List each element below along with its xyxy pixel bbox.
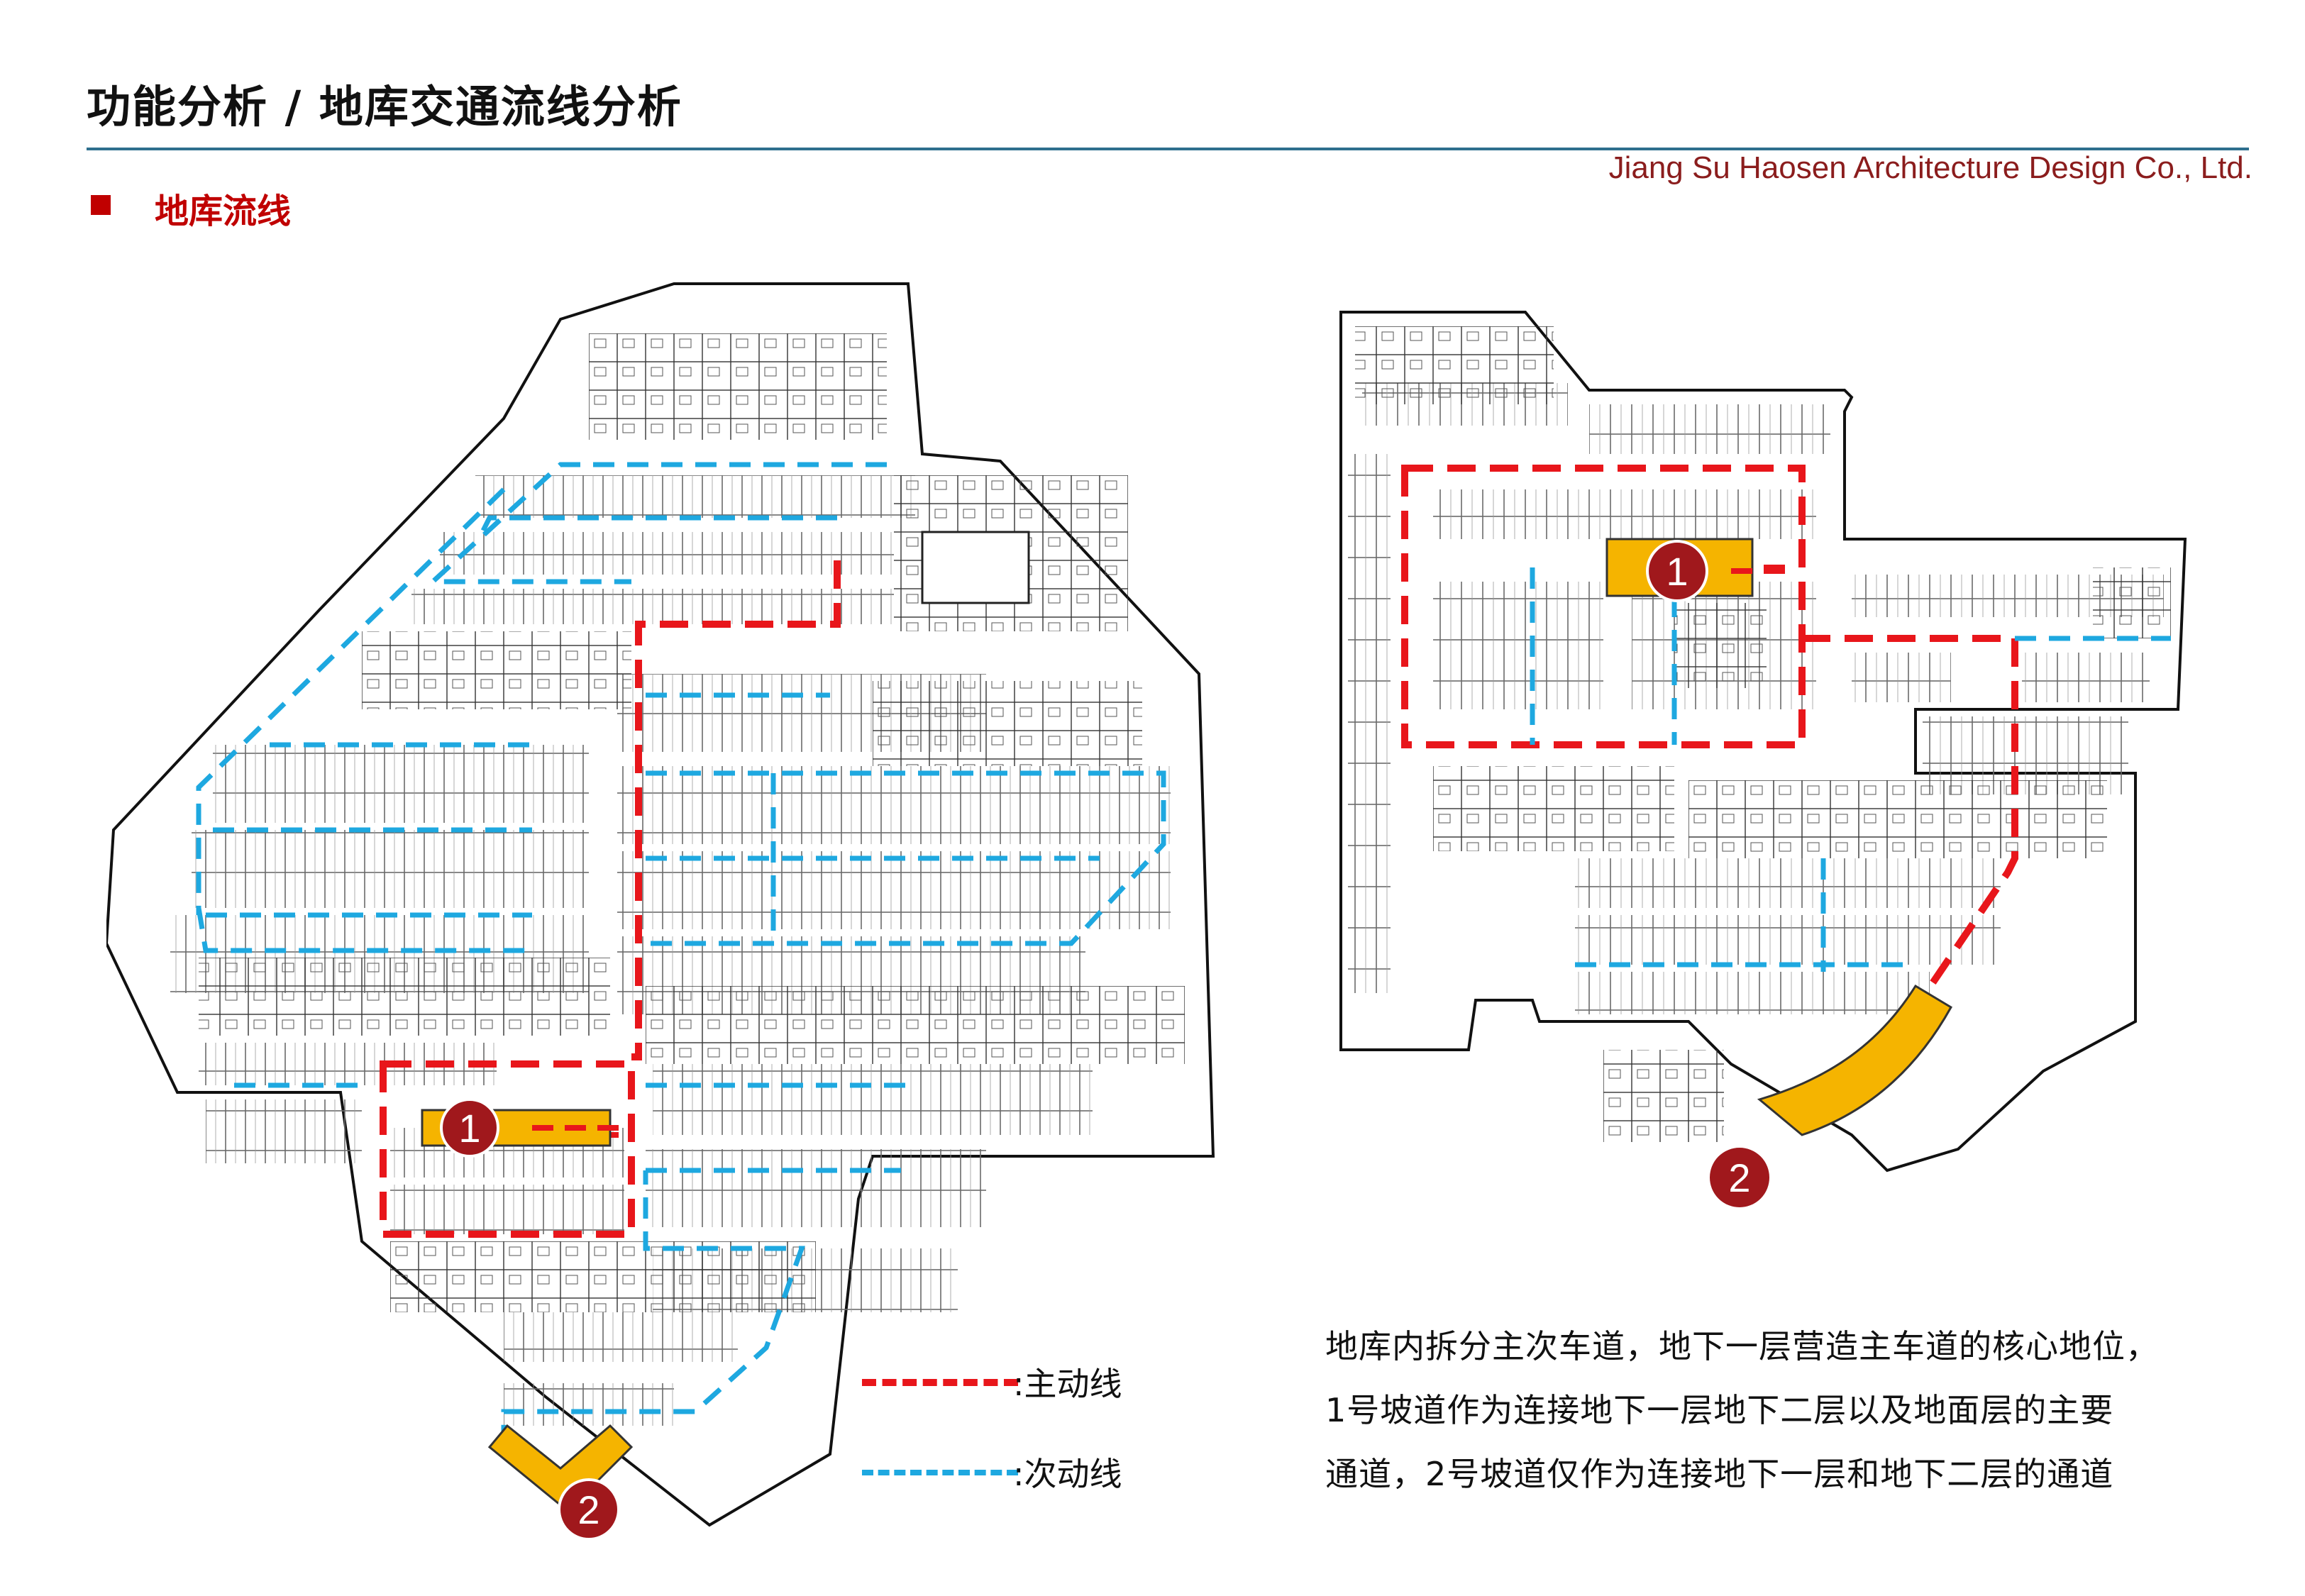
- right-main-route: [1802, 635, 2018, 1052]
- left-main-route: [631, 560, 841, 1060]
- building-core: [1433, 766, 1674, 851]
- building-core: [199, 958, 610, 1036]
- ramp-2-number: 2: [1728, 1156, 1750, 1200]
- right-main-loop: [1401, 465, 1806, 748]
- building-core: [1674, 603, 1767, 688]
- ramp-2: [1757, 984, 1953, 1136]
- stall-band: [1589, 404, 1830, 454]
- building-core: [1355, 326, 1554, 404]
- stall-band: [475, 475, 915, 518]
- stall-band: [1575, 858, 2001, 908]
- left-basement-plan: 1 2: [106, 282, 1215, 1541]
- building-core: [362, 631, 631, 709]
- stall-band: [1575, 915, 2001, 965]
- ramp-1-badge: [440, 1098, 499, 1158]
- left-main-loop: [380, 1060, 635, 1238]
- stall-band: [1433, 489, 1816, 539]
- legend-sub-line: [862, 1470, 1018, 1475]
- stall-band: [2022, 653, 2150, 702]
- legend-main-label: :主动线: [1013, 1365, 1122, 1403]
- service-block: [921, 531, 1030, 604]
- building-core: [646, 986, 1185, 1064]
- legend-sub-label: :次动线: [1013, 1455, 1122, 1493]
- ramp-2: [487, 1424, 634, 1513]
- page-title: 功能分析 / 地库交通流线分析: [87, 81, 682, 133]
- building-core: [2093, 567, 2171, 638]
- ramp-2-badge: [1707, 1145, 1772, 1210]
- left-sub-route: [480, 515, 837, 533]
- building-core: [1603, 1050, 1724, 1142]
- stall-band: [206, 1099, 362, 1163]
- stall-band: [1852, 653, 1951, 702]
- title-divider: [87, 148, 2249, 150]
- building-core: [390, 1241, 816, 1312]
- stall-band: [192, 830, 589, 908]
- right-basement-plan: 1 2: [1339, 311, 2187, 1210]
- ramp-1-number: 1: [458, 1106, 480, 1151]
- description-line: 1号坡道作为连接地下一层地下二层以及地面层的主要: [1325, 1391, 2114, 1429]
- stall-band: [213, 745, 589, 823]
- stall-band: [1433, 582, 1603, 709]
- description-line: 通道，2号坡道仅作为连接地下一层和地下二层的通道: [1325, 1455, 2114, 1493]
- stall-band: [1348, 454, 1391, 993]
- stall-band: [1575, 972, 1930, 1014]
- section-bullet-icon: [91, 195, 111, 215]
- left-sub-route: [196, 487, 506, 915]
- left-sub-route: [196, 907, 532, 953]
- left-sub-route: [501, 1170, 805, 1447]
- left-sub-route: [646, 770, 1166, 946]
- stall-band: [411, 589, 894, 624]
- description-line: 地库内拆分主次车道，地下一层营造主车道的核心地位，: [1325, 1327, 2159, 1365]
- ramp-1-number: 1: [1666, 549, 1688, 594]
- building-core: [589, 333, 887, 440]
- stall-band: [653, 1064, 1093, 1135]
- building-core: [1688, 780, 2107, 858]
- stall-band: [646, 1149, 986, 1227]
- stall-band: [504, 1312, 738, 1362]
- legend-main-line: [862, 1379, 1018, 1386]
- left-sub-route: [426, 462, 887, 584]
- building-core: [873, 681, 1142, 766]
- section-title: 地库流线: [155, 192, 292, 231]
- stall-band: [617, 851, 1171, 929]
- ramp-2-badge: [558, 1478, 620, 1541]
- company-name: Jiang Su Haosen Architecture Design Co.,…: [1608, 150, 2253, 185]
- ramp-2-number: 2: [577, 1487, 599, 1532]
- ramp-1-badge: [1646, 540, 1708, 602]
- stall-band: [390, 1185, 624, 1234]
- stall-band: [504, 1383, 674, 1426]
- stall-band: [617, 766, 1171, 844]
- stall-band: [440, 532, 894, 575]
